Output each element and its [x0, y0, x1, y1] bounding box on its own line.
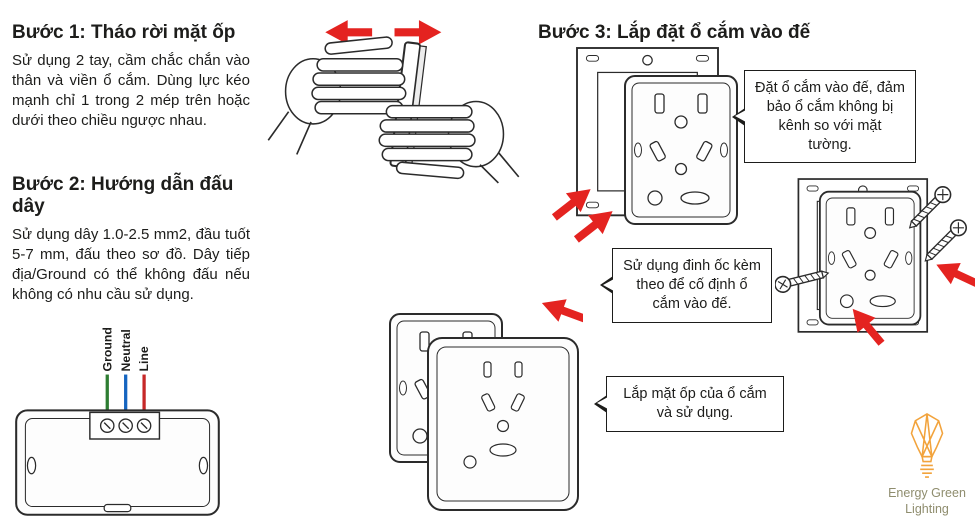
socket-back-view: [15, 409, 220, 516]
step-3: Bước 3: Lắp đặt ổ cắm vào đế: [538, 22, 958, 51]
ground-wire-label: Ground: [100, 327, 114, 371]
left-hand: [267, 36, 407, 155]
screw-fixing-illustration: [775, 178, 975, 351]
red-arrow-icon: [537, 296, 583, 330]
step-3-title: Bước 3: Lắp đặt ổ cắm vào đế: [538, 22, 811, 43]
callout-place-socket: Đặt ổ cắm vào đế, đảm bảo ổ cắm không bị…: [732, 70, 916, 164]
socket-module: [818, 190, 922, 326]
callout-place-socket-text: Đặt ổ cắm vào đế, đảm bảo ổ cắm không bị…: [755, 80, 905, 153]
step-2-title: Bước 2: Hướng dẫn đấu dây: [12, 174, 234, 217]
step-2-description: Sử dụng dây 1.0-2.5 mm2, đầu tuốt 5-7 mm…: [12, 226, 250, 303]
callout-use-screws: Sử dụng đinh ốc kèm theo để cố định ổ cắ…: [600, 248, 772, 323]
step-1: Bước 1: Tháo rời mặt ốp Sử dụng 2 tay, c…: [12, 22, 250, 131]
step-2: Bước 2: Hướng dẫn đấu dây Sử dụng dây 1.…: [12, 174, 250, 305]
line-wire-label: Line: [137, 346, 151, 371]
callout-attach-cover: Lắp mặt ốp của ổ cắm và sử dụng.: [594, 376, 784, 432]
red-arrow-right-icon: [394, 20, 442, 45]
red-arrow-icon: [931, 253, 975, 295]
right-hand: [378, 100, 520, 184]
brand-name-line1: Energy Green: [888, 486, 966, 500]
hands-removal-illustration: [267, 20, 520, 184]
socket-module: [624, 75, 738, 225]
brand-name-line2: Lighting: [905, 502, 949, 517]
cover-plate-illustration: [389, 296, 583, 511]
neutral-wire-label: Neutral: [119, 329, 133, 371]
brand-logo: Energy Green Lighting: [872, 412, 978, 518]
wiring-diagram: Ground Neutral Line: [15, 327, 220, 516]
callout-use-screws-text: Sử dụng đinh ốc kèm theo để cố định ổ cắ…: [623, 258, 761, 312]
step-1-description: Sử dụng 2 tay, cầm chắc chắn vào thân và…: [12, 52, 250, 129]
cover-plate-assembled: [427, 337, 579, 511]
step-1-title: Bước 1: Tháo rời mặt ốp: [12, 22, 236, 43]
callout-attach-cover-text: Lắp mặt ốp của ổ cắm và sử dụng.: [623, 386, 767, 421]
lightbulb-icon: [910, 413, 944, 478]
